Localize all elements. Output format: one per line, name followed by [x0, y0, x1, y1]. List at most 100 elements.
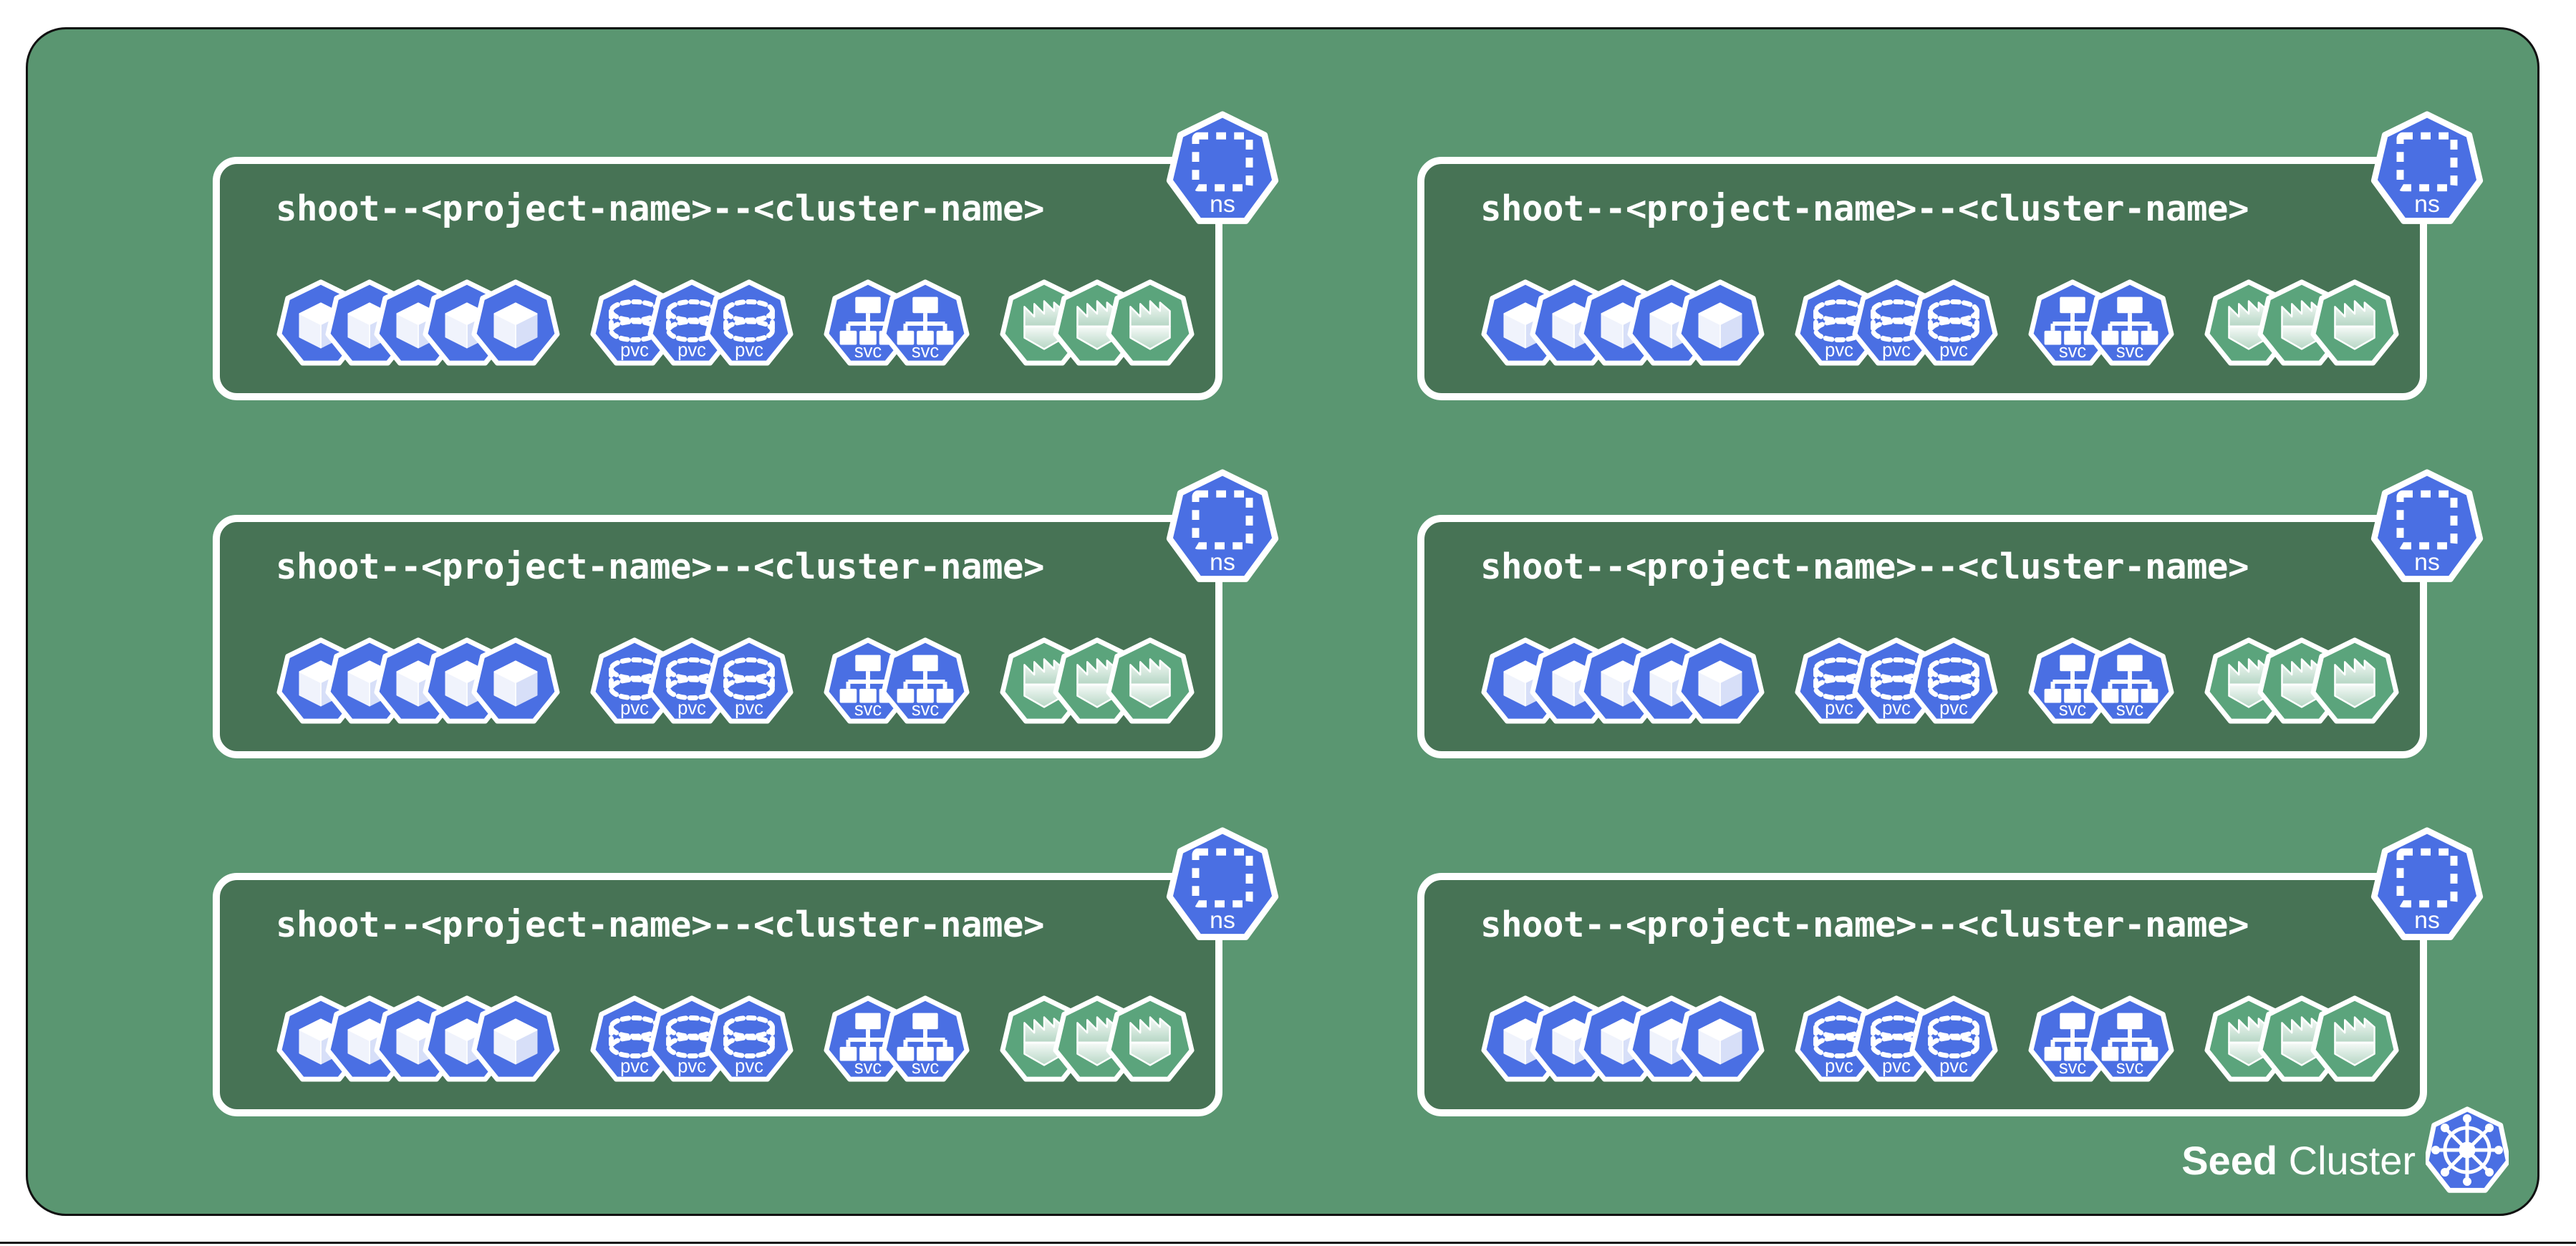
icon-group-pods[interactable]: [1480, 635, 1765, 729]
namespace-badge[interactable]: ns: [1165, 108, 1280, 233]
svc-icon[interactable]: svc: [880, 993, 970, 1087]
pvc-icon[interactable]: pvc: [704, 277, 794, 371]
svg-text:ns: ns: [2414, 907, 2440, 934]
pod-icon[interactable]: [471, 635, 561, 729]
gardener-sprout-icon[interactable]: [2310, 993, 2400, 1087]
svg-text:pvc: pvc: [677, 340, 706, 360]
gardener-sprout-icon[interactable]: [2310, 277, 2400, 371]
svg-text:pvc: pvc: [620, 340, 649, 360]
pvc-icon[interactable]: pvc: [1909, 635, 1999, 729]
shoot-namespace-panel[interactable]: shoot--<project-name>--<cluster-name> pvc…: [1417, 111, 2484, 400]
icon-group-pods[interactable]: [1480, 993, 1765, 1087]
gardener-sprout-icon[interactable]: [1105, 635, 1195, 729]
svc-icon[interactable]: svc: [2085, 277, 2175, 371]
shoot-namespace-panel[interactable]: shoot--<project-name>--<cluster-name>pvc…: [213, 469, 1279, 758]
shoot-namespace-title: shoot--<project-name>--<cluster-name>: [1480, 904, 2249, 945]
shoot-namespace-panel[interactable]: shoot--<project-name>--<cluster-name> pvc…: [213, 827, 1279, 1116]
icon-group-pods[interactable]: [276, 277, 561, 371]
pvc-icon[interactable]: pvc: [1909, 277, 1999, 371]
svg-text:svc: svc: [2059, 1058, 2087, 1078]
shoot-namespace-title: shoot--<project-name>--<cluster-name>: [1480, 188, 2249, 229]
icon-group-persistent-volume-claims[interactable]: pvc pvc pvc: [1794, 635, 1999, 729]
svg-text:pvc: pvc: [1939, 698, 1968, 718]
icon-group-gardener-resources[interactable]: [2204, 993, 2400, 1087]
pod-icon[interactable]: [471, 277, 561, 371]
svg-text:svc: svc: [2116, 700, 2144, 720]
svg-text:pvc: pvc: [1825, 1056, 1853, 1076]
svg-text:pvc: pvc: [620, 698, 649, 718]
svg-text:svc: svc: [912, 1058, 940, 1078]
svg-text:ns: ns: [1210, 907, 1235, 934]
pvc-icon[interactable]: pvc: [704, 993, 794, 1087]
svg-text:ns: ns: [1210, 190, 1235, 218]
svc-icon[interactable]: svc: [2085, 635, 2175, 729]
icon-group-services[interactable]: svc svc: [2027, 635, 2175, 729]
icon-group-pods[interactable]: [276, 635, 561, 729]
namespace-badge[interactable]: ns: [1165, 824, 1280, 950]
pod-icon[interactable]: [1675, 993, 1765, 1087]
icon-group-persistent-volume-claims[interactable]: pvc pvc pvc: [589, 635, 794, 729]
shoot-namespace-panel[interactable]: shoot--<project-name>--<cluster-name> pvc…: [1417, 469, 2484, 758]
svg-text:pvc: pvc: [1939, 340, 1968, 360]
seed-cluster-label-normal: Cluster: [2277, 1138, 2416, 1183]
svg-text:svc: svc: [854, 700, 882, 720]
svg-text:pvc: pvc: [735, 698, 763, 718]
svg-text:ns: ns: [2414, 190, 2440, 218]
svg-text:svc: svc: [2116, 342, 2144, 362]
gardener-sprout-icon[interactable]: [2310, 635, 2400, 729]
shoot-namespace-panel[interactable]: shoot--<project-name>--<cluster-name> pvc…: [1417, 827, 2484, 1116]
shoot-namespace-title: shoot--<project-name>--<cluster-name>: [1480, 546, 2249, 587]
svg-text:svc: svc: [2059, 700, 2087, 720]
icon-group-gardener-resources[interactable]: [999, 993, 1195, 1087]
icon-group-gardener-resources[interactable]: [2204, 635, 2400, 729]
icon-group-services[interactable]: svc svc: [823, 277, 970, 371]
bottom-divider: [0, 1242, 2576, 1244]
kubernetes-wheel-icon: [2423, 1105, 2511, 1195]
svg-text:pvc: pvc: [1882, 698, 1911, 718]
svg-text:pvc: pvc: [1882, 340, 1911, 360]
icon-group-pods[interactable]: [1480, 277, 1765, 371]
svg-text:svc: svc: [2059, 342, 2087, 362]
svg-text:pvc: pvc: [735, 1056, 763, 1076]
svc-icon[interactable]: svc: [880, 277, 970, 371]
pod-icon[interactable]: [471, 993, 561, 1087]
svg-text:svc: svc: [854, 342, 882, 362]
icon-group-persistent-volume-claims[interactable]: pvc pvc pvc: [589, 277, 794, 371]
svc-icon[interactable]: svc: [880, 635, 970, 729]
namespace-badge[interactable]: ns: [1165, 466, 1280, 591]
icon-group-gardener-resources[interactable]: [999, 277, 1195, 371]
pod-icon[interactable]: [1675, 277, 1765, 371]
icon-group-gardener-resources[interactable]: [2204, 277, 2400, 371]
svg-text:pvc: pvc: [677, 1056, 706, 1076]
shoot-namespace-panel[interactable]: shoot--<project-name>--<cluster-name>pvc…: [213, 111, 1279, 400]
svg-text:svc: svc: [912, 342, 940, 362]
namespace-badge[interactable]: ns: [2370, 824, 2484, 950]
seed-cluster-canvas: shoot--<project-name>--<cluster-name> pvc…: [26, 27, 2539, 1216]
svg-text:pvc: pvc: [735, 340, 763, 360]
pvc-icon[interactable]: pvc: [704, 635, 794, 729]
icon-group-services[interactable]: svc svc: [2027, 277, 2175, 371]
pvc-icon[interactable]: pvc: [1909, 993, 1999, 1087]
svg-text:pvc: pvc: [677, 698, 706, 718]
icon-group-gardener-resources[interactable]: [999, 635, 1195, 729]
namespace-badge[interactable]: ns: [2370, 108, 2484, 233]
resource-icon-row: pvc pvc pvc svc svc: [276, 277, 1195, 371]
svg-text:pvc: pvc: [1825, 698, 1853, 718]
shoot-namespace-title: shoot--<project-name>--<cluster-name>: [276, 904, 1045, 945]
gardener-sprout-icon[interactable]: [1105, 277, 1195, 371]
svc-icon[interactable]: svc: [2085, 993, 2175, 1087]
icon-group-pods[interactable]: [276, 993, 561, 1087]
pod-icon[interactable]: [1675, 635, 1765, 729]
namespace-badge[interactable]: ns: [2370, 466, 2484, 591]
gardener-sprout-icon[interactable]: [1105, 993, 1195, 1087]
seed-cluster-label: Seed Cluster: [2181, 1141, 2416, 1181]
